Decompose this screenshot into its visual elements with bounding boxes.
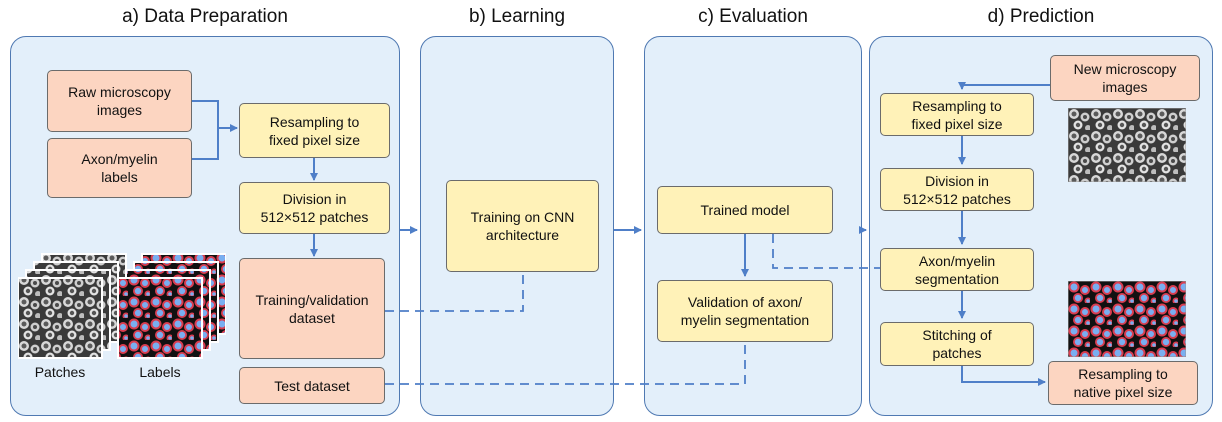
resampling-native-box: Resampling to native pixel size — [1048, 361, 1198, 405]
test-dataset-box: Test dataset — [239, 367, 385, 404]
resampling-box: Resampling to fixed pixel size — [239, 103, 390, 158]
training-validation-dataset-box: Training/validation dataset — [239, 258, 385, 359]
resampling-pred-box: Resampling to fixed pixel size — [880, 93, 1034, 136]
new-microscopy-thumbnail — [1068, 108, 1186, 182]
segmentation-box: Axon/myelin segmentation — [880, 248, 1034, 291]
patches-labels-illustration — [18, 253, 226, 359]
validation-box: Validation of axon/ myelin segmentation — [657, 280, 833, 342]
training-cnn-box: Training on CNN architecture — [446, 180, 599, 272]
segmentation-result-thumbnail — [1068, 281, 1186, 357]
section-title-data-preparation: a) Data Preparation — [122, 6, 288, 27]
section-title-prediction: d) Prediction — [987, 6, 1095, 27]
section-title-learning: b) Learning — [468, 6, 566, 27]
raw-microscopy-images-box: Raw microscopy images — [47, 70, 192, 132]
labels-stack — [117, 253, 226, 359]
trained-model-box: Trained model — [657, 186, 833, 234]
stitching-box: Stitching of patches — [880, 322, 1034, 366]
patches-caption: Patches — [34, 364, 86, 380]
patches-stack — [18, 253, 127, 359]
new-microscopy-images-box: New microscopy images — [1050, 55, 1200, 101]
labels-caption: Labels — [139, 364, 181, 380]
division-box: Division in 512×512 patches — [239, 182, 390, 234]
division-pred-box: Division in 512×512 patches — [880, 168, 1034, 211]
axon-myelin-labels-box: Axon/myelin labels — [47, 138, 192, 198]
section-title-evaluation: c) Evaluation — [698, 6, 808, 27]
